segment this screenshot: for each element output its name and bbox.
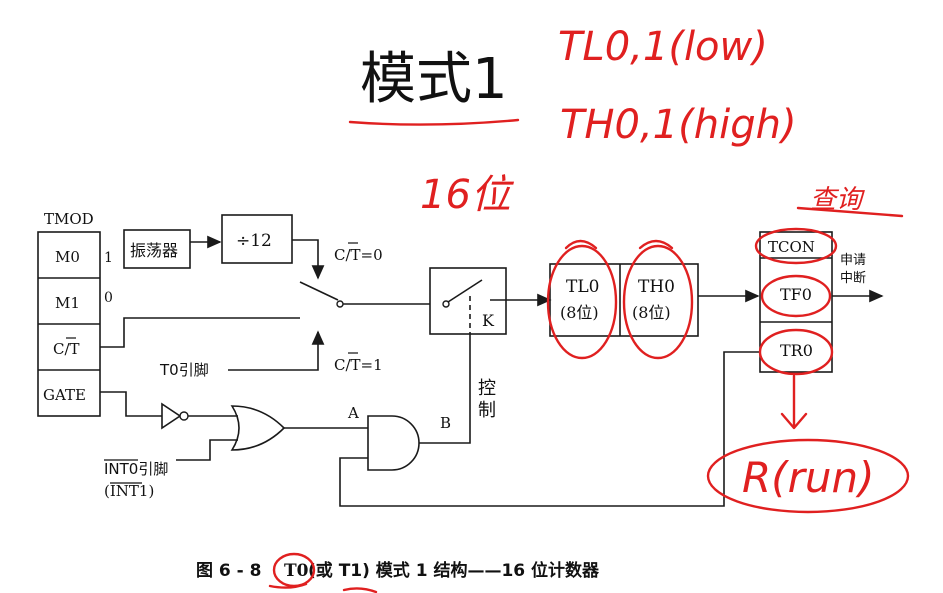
annotation-tl: TL0,1(low): [558, 24, 768, 70]
t0-pin-label: T0引脚: [159, 361, 209, 379]
tf0-circle: [760, 274, 832, 318]
divider-label: ÷12: [236, 231, 272, 251]
control-label-1: 控: [478, 378, 496, 399]
tmod-label: TMOD: [44, 210, 94, 228]
tl0-label: TL0: [566, 277, 599, 297]
label-a: A: [347, 404, 359, 422]
tr0-label: TR0: [780, 341, 813, 360]
tr0-circle: [758, 328, 834, 376]
th0-bits: (8位): [632, 303, 671, 322]
slide-title: 模式1: [360, 47, 508, 112]
tmod-ct: C/T: [53, 340, 80, 358]
tcon-circle: [754, 227, 838, 265]
tmod-m1: M1: [55, 294, 80, 312]
switch-k-box: [429, 267, 507, 335]
oscillator-label: 振荡器: [130, 241, 178, 260]
annotation-16bits: 16位: [420, 172, 515, 218]
annotation-th: TH0,1(high): [560, 102, 797, 148]
counter-register: [549, 263, 699, 337]
tmod-gate: GATE: [43, 386, 86, 404]
caption-rest: (或 T1) 模式 1 结构——16 位计数器: [308, 560, 600, 581]
m0-value: 1: [104, 250, 113, 266]
label-b: B: [440, 414, 451, 432]
tmod-m0: M0: [55, 248, 80, 266]
divider-box: [221, 214, 293, 264]
m1-value: 0: [104, 290, 113, 306]
oscillator-box: [123, 229, 191, 269]
tcon-label: TCON: [768, 238, 815, 256]
run-circle: [706, 438, 910, 514]
th0-label: TH0: [638, 277, 675, 297]
or-gate: [230, 405, 286, 451]
int1-pin-label: (INT1): [104, 482, 154, 500]
annotation-run: R(run): [742, 453, 874, 502]
int0-pin-label: INT0引脚: [104, 460, 168, 478]
and-gate: [367, 415, 420, 471]
caption-t0: T0: [284, 561, 309, 581]
switch-k-label: K: [482, 311, 495, 330]
interrupt-label-1: 申请: [840, 253, 866, 268]
interrupt-label-2: 中断: [840, 271, 866, 286]
tf0-label: TF0: [780, 285, 812, 304]
caption-prefix: 图 6 - 8: [196, 561, 261, 581]
tl0-circle: [546, 244, 618, 360]
ct1-label: C/T=1: [334, 356, 383, 374]
tmod-register: [37, 231, 101, 417]
tcon-register: [759, 231, 833, 373]
not-gate: [161, 402, 182, 430]
ink-marks: [268, 118, 910, 593]
control-label-2: 制: [478, 400, 496, 421]
tl0-bits: (8位): [560, 303, 599, 322]
selector-switch: [299, 281, 339, 301]
ct0-label: C/T=0: [334, 246, 383, 264]
th0-circle: [622, 244, 694, 360]
